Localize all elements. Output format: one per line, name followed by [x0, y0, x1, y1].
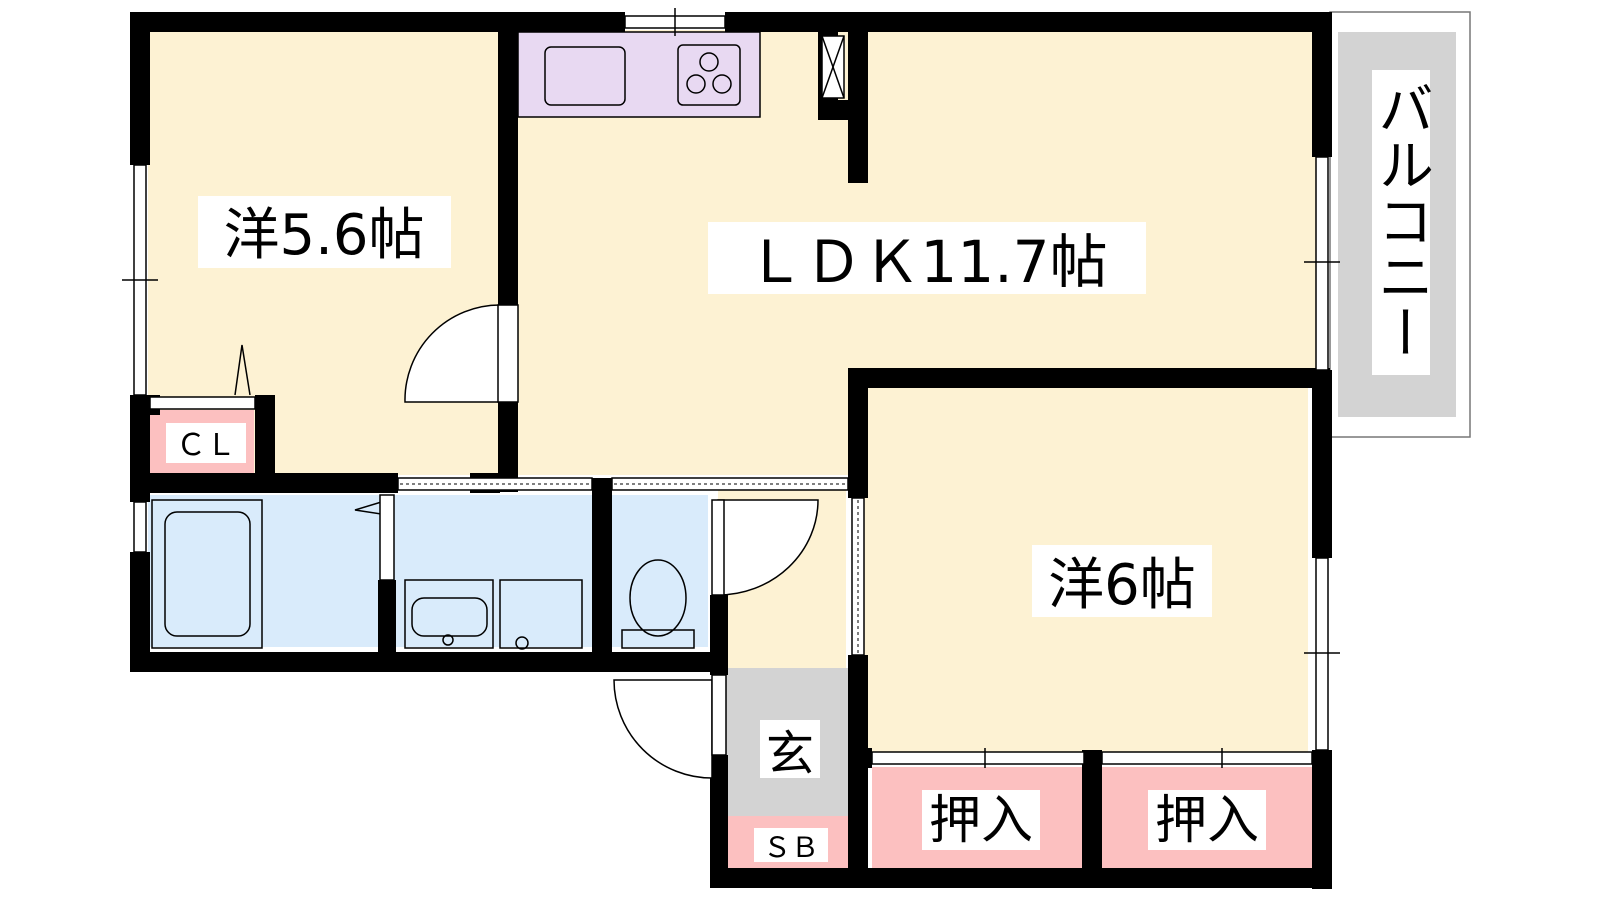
balcony-label: バルコニー	[1369, 80, 1434, 360]
room-label-ldk: ＬＤＫ11.7帖	[746, 228, 1107, 296]
closet-cl-door	[149, 396, 256, 410]
sink-icon	[544, 46, 626, 106]
oshiire-right-doors	[1101, 751, 1313, 765]
closet-label: ＣＬ	[176, 428, 236, 463]
entrance-label: 玄	[766, 726, 814, 782]
walls	[130, 12, 1332, 889]
oshiire-right-label: 押入	[1155, 791, 1259, 851]
stove-icon	[677, 44, 741, 106]
closet-marker	[234, 344, 251, 396]
room-label-western-b: 洋6帖	[1048, 553, 1196, 618]
door-room-a	[404, 304, 501, 403]
window-left-bath	[133, 501, 147, 553]
oshiire-left-doors	[871, 751, 1085, 765]
washbasin-icon	[404, 579, 494, 649]
door-toilet	[717, 499, 819, 596]
balcony-label-bg	[1372, 70, 1430, 375]
door-dashes	[400, 483, 859, 653]
door-bath	[354, 499, 389, 516]
hall-side-door	[851, 497, 865, 656]
oshiire-left-label: 押入	[929, 791, 1033, 851]
door-swings	[354, 304, 819, 779]
washroom-sliding-door	[397, 477, 593, 491]
windows	[122, 8, 1340, 768]
ldk-lower-floor	[498, 370, 848, 475]
washer-icon	[499, 579, 583, 649]
washroom-floor	[394, 495, 594, 647]
bathroom-floor	[148, 495, 380, 647]
labels: 洋5.6帖 ＬＤＫ11.7帖 洋6帖 ＣＬ 玄 ＳＢ 押入 押入 バルコニー	[166, 80, 1434, 864]
bathtub-icon	[151, 499, 263, 649]
room-label-western-a: 洋5.6帖	[223, 203, 424, 268]
fixtures	[151, 35, 845, 650]
toilet-floor	[610, 495, 708, 647]
door-entrance	[613, 679, 713, 779]
kitchen-counter	[517, 31, 761, 118]
shoe-box-label: ＳＢ	[763, 831, 819, 864]
window-right-ldk	[1315, 156, 1329, 371]
window-right-room-b	[1315, 557, 1329, 751]
toilet-icon	[621, 629, 695, 649]
